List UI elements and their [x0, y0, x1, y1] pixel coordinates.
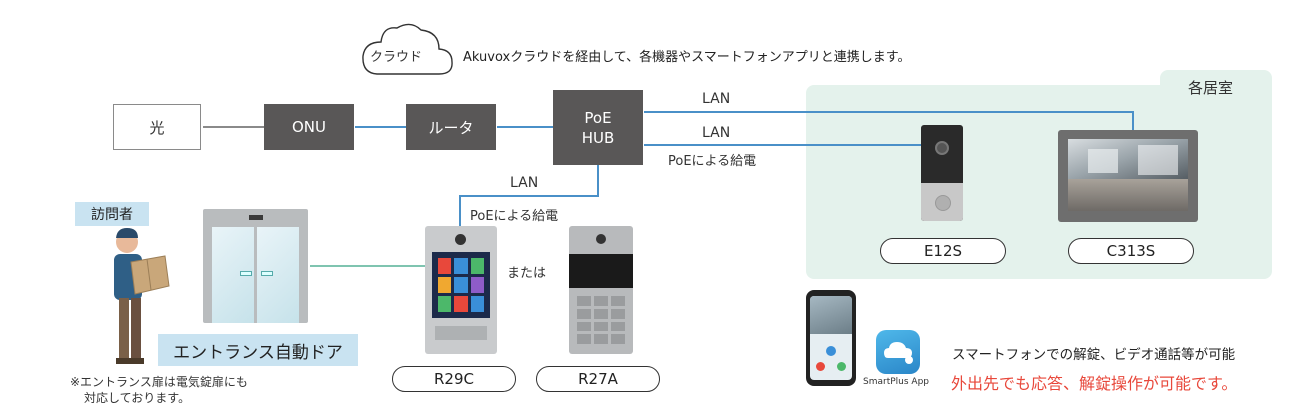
- c313s-label: C313S: [1068, 238, 1194, 264]
- phone-call-button: [826, 346, 836, 356]
- door-label: エントランス自動ドア: [158, 334, 358, 366]
- e12s-button-icon: [935, 195, 951, 211]
- poe-hub-box: PoE HUB: [553, 90, 643, 165]
- hub-c313s-line: [644, 111, 1134, 132]
- lan-label-top: LAN: [702, 91, 731, 107]
- r29c-screen: [432, 252, 490, 318]
- onu-box: ONU: [264, 104, 354, 150]
- r29c-device: [425, 226, 497, 354]
- r27a-keypad: [577, 296, 625, 344]
- r29c-camera-icon: [455, 234, 466, 245]
- app-desc-line2: 外出先でも応答、解錠操作が可能です。: [951, 374, 1238, 393]
- r29c-label: R29C: [392, 366, 516, 392]
- poe-label-down: PoEによる給電: [470, 209, 559, 224]
- app-name: SmartPlus App: [863, 377, 929, 387]
- phone-hangup-button: [816, 362, 825, 371]
- e12s-camera-icon: [935, 141, 949, 155]
- poe-label-right: PoEによる給電: [668, 154, 757, 169]
- phone-unlock-button: [837, 362, 846, 371]
- smartplus-app-icon: [876, 330, 920, 374]
- visitor-figure-icon: [114, 228, 170, 364]
- onu-label: ONU: [291, 118, 326, 136]
- door-note-line2: 対応しております。: [84, 391, 191, 405]
- door-note-line1: ※エントランス扉は電気錠扉にも: [70, 375, 248, 389]
- app-desc-line1: スマートフォンでの解錠、ビデオ通話等が可能: [952, 347, 1236, 363]
- room-title: 各居室: [1188, 79, 1234, 97]
- e12s-device: [921, 125, 963, 221]
- router-label: ルータ: [428, 118, 474, 137]
- poe-hub-line1: PoE: [584, 108, 612, 127]
- door-sensor: [249, 215, 263, 220]
- fiber-box: 光: [113, 104, 201, 150]
- r27a-camera-icon: [596, 234, 606, 244]
- c313s-screen: [1068, 139, 1188, 211]
- auto-door: [203, 209, 308, 323]
- hub-r29c-line: [459, 165, 599, 226]
- lan-label-down: LAN: [510, 175, 539, 191]
- e12s-label: E12S: [880, 238, 1006, 264]
- cloud-icon: [362, 23, 453, 75]
- lan-label-mid: LAN: [702, 125, 731, 141]
- r27a-device: [569, 226, 633, 354]
- poe-hub-line2: HUB: [581, 128, 615, 147]
- cloud-description: Akuvoxクラウドを経由して、各機器やスマートフォンアプリと連携します。: [463, 50, 911, 65]
- room-title-tab: [1160, 70, 1272, 106]
- visitor-label: 訪問者: [75, 202, 149, 226]
- cloud-label: クラウド: [370, 50, 423, 65]
- fiber-label: 光: [149, 118, 165, 137]
- router-box: ルータ: [406, 104, 496, 150]
- c313s-device: [1058, 130, 1198, 222]
- r27a-display: [569, 254, 633, 288]
- r27a-label: R27A: [536, 366, 660, 392]
- or-text: または: [507, 266, 547, 281]
- smartphone-icon: [806, 290, 856, 386]
